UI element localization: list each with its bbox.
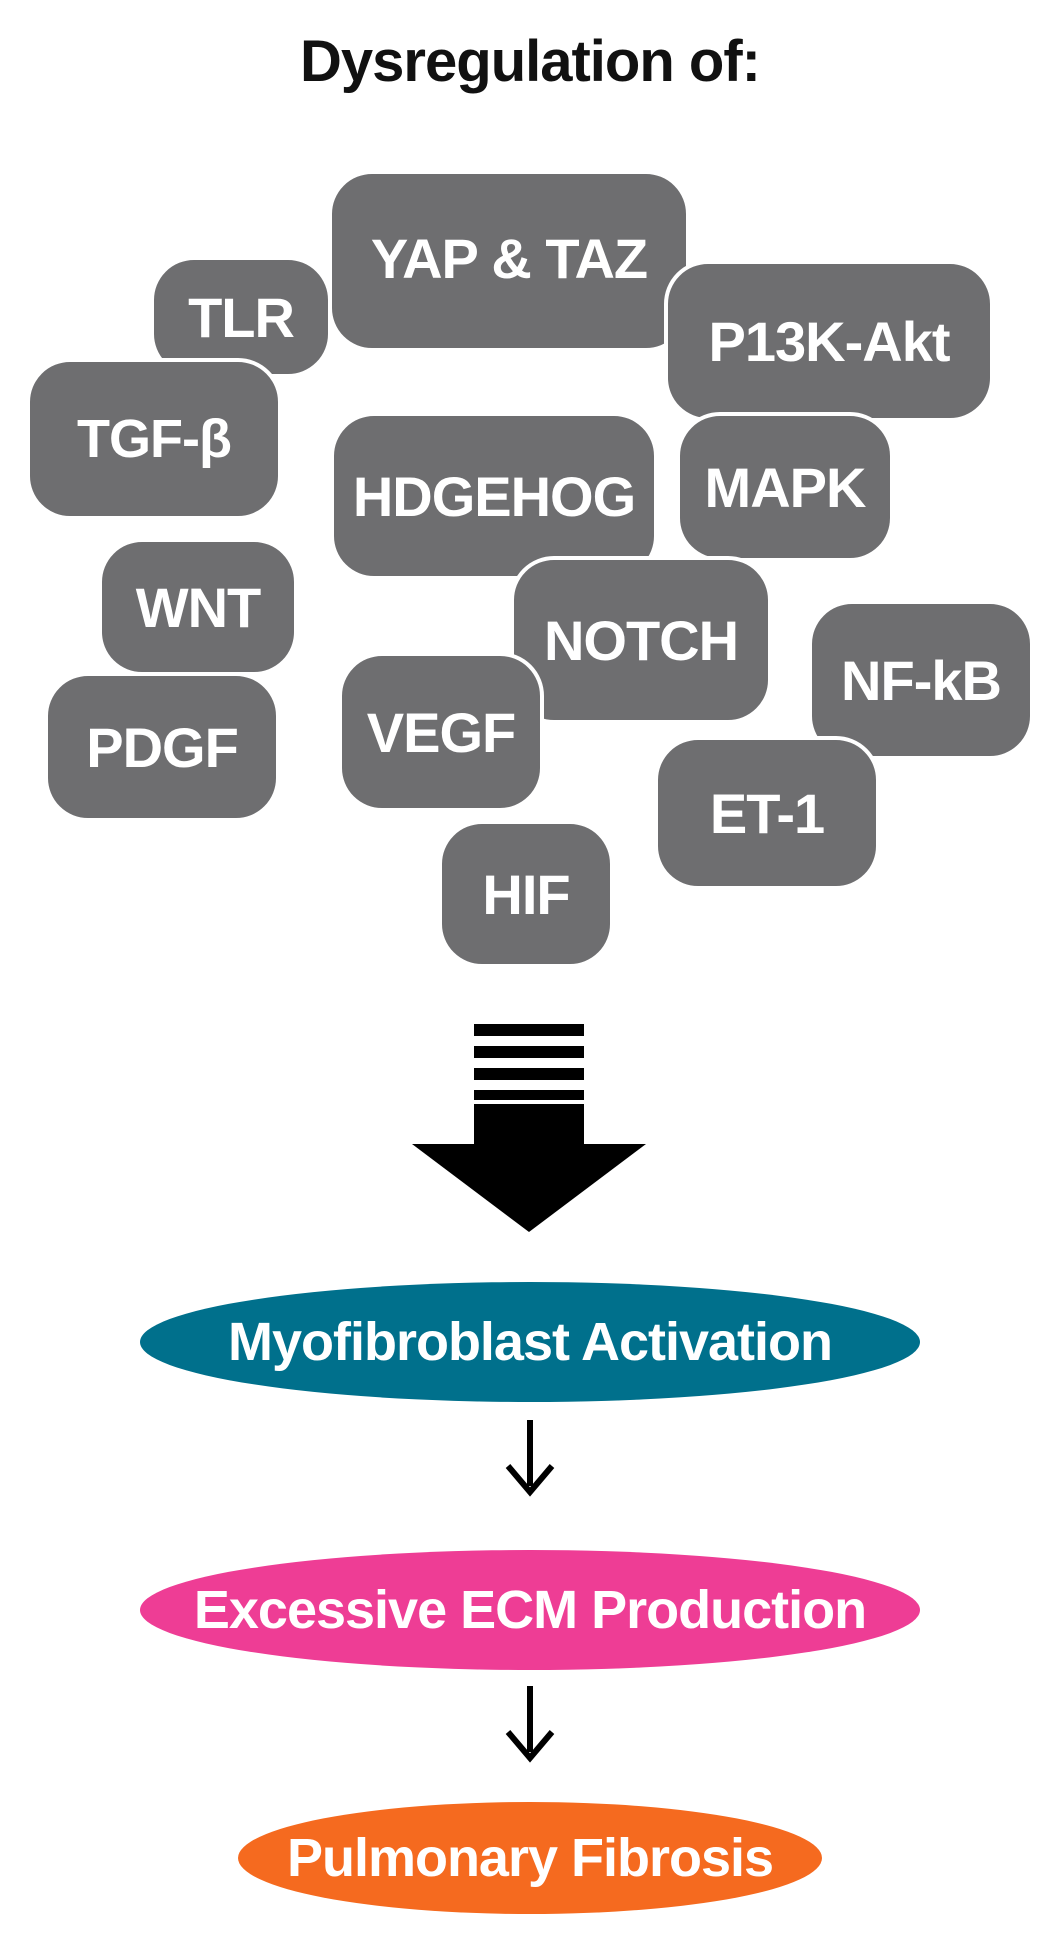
arrow-head <box>412 1144 646 1232</box>
diagram-heading: Dysregulation of: <box>300 29 761 94</box>
pathway-hdgehog: HDGEHOG <box>330 412 658 580</box>
pathway-tlr: TLR <box>150 256 332 378</box>
step-myofibroblast-activation: Myofibroblast Activation <box>140 1282 920 1402</box>
pathway-yap-taz: YAP & TAZ <box>328 170 690 352</box>
pathway-nf-kb: NF-kB <box>808 600 1034 760</box>
pathway-et-1: ET-1 <box>654 736 880 890</box>
pathway-wnt: WNT <box>98 538 298 676</box>
pathway-pdgf: PDGF <box>44 672 280 822</box>
down-arrow-icon <box>412 1024 646 1232</box>
pathway-tgf-b: TGF-β <box>26 358 282 520</box>
pathway-vegf: VEGF <box>338 652 544 812</box>
step-excessive-ecm-production: Excessive ECM Production <box>140 1550 920 1670</box>
step-pulmonary-fibrosis: Pulmonary Fibrosis <box>238 1802 822 1914</box>
arrow-stripes <box>474 1024 584 1100</box>
pathway-notch: NOTCH <box>510 556 772 724</box>
arrow-shaft <box>474 1104 584 1146</box>
pathway-mapk: MAPK <box>676 412 894 562</box>
pathway-hif: HIF <box>438 820 614 968</box>
